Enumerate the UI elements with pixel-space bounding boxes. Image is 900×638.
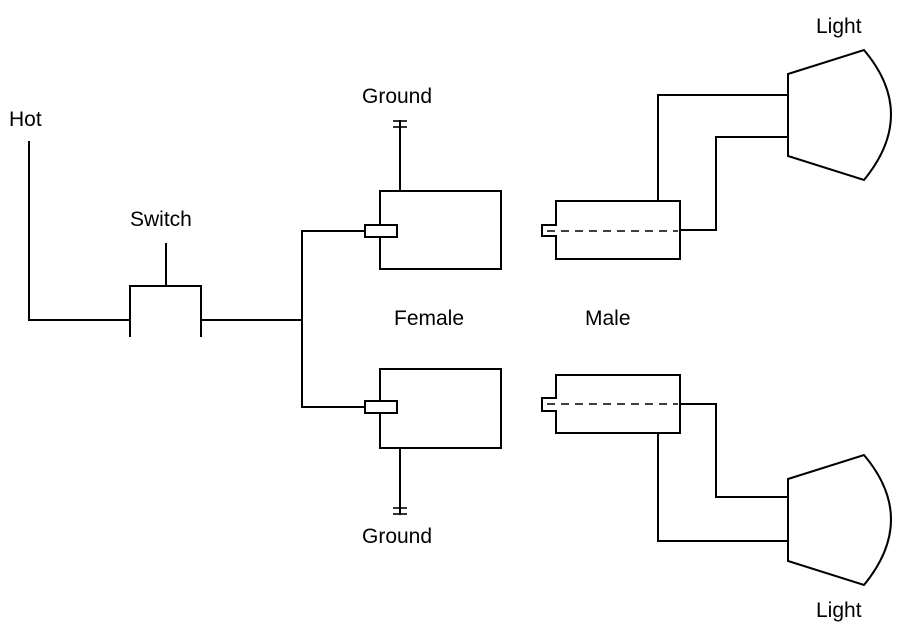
light-fixture-top	[787, 48, 892, 182]
light-label-top: Light	[816, 15, 862, 38]
male-connector-bottom	[541, 374, 681, 434]
female-connector-top	[364, 190, 502, 270]
hot-wire	[28, 141, 130, 321]
hot-label: Hot	[9, 108, 42, 131]
female-label: Female	[394, 307, 465, 330]
ground-label-bottom: Ground	[362, 525, 433, 548]
light-label-bottom: Light	[816, 599, 862, 622]
ground-label-top: Ground	[362, 85, 433, 108]
bottom-light-wire-2	[657, 432, 788, 542]
ground-symbol-bottom	[393, 447, 407, 515]
top-light-wire-1	[657, 94, 788, 202]
top-light-wire-2	[679, 136, 788, 231]
male-connector-top	[541, 200, 681, 260]
switch-symbol	[129, 243, 202, 337]
ground-symbol-top	[393, 120, 407, 192]
bottom-light-wire-1	[679, 403, 788, 498]
male-label: Male	[585, 307, 631, 330]
light-fixture-bottom	[787, 453, 892, 587]
switch-label: Switch	[130, 208, 192, 231]
female-connector-bottom	[364, 368, 502, 449]
